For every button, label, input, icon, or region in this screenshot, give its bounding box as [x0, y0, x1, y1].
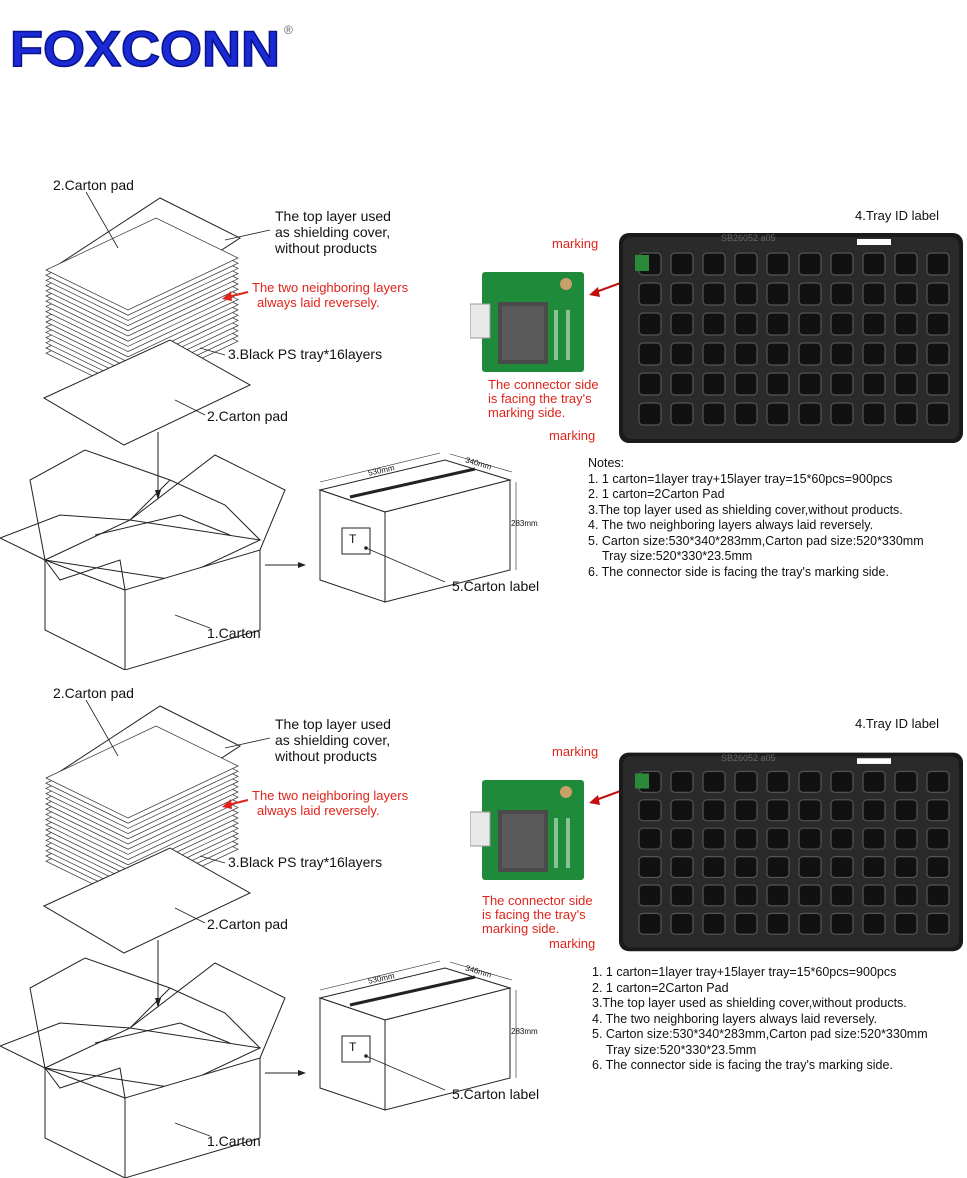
note-line: 1. 1 carton=1layer tray+15layer tray=15*… — [588, 471, 893, 486]
packing-diagram — [0, 191, 635, 670]
carton-pad-bottom-label: 2.Carton pad — [207, 916, 288, 932]
carton-label: 1.Carton — [207, 1133, 261, 1149]
note-line: 6. The connector side is facing the tray… — [592, 1058, 893, 1072]
tray-icon — [619, 233, 963, 443]
tray-layer — [45, 725, 239, 819]
foxconn-logo: FOXCONN ® — [8, 20, 293, 78]
notes-block: 1. 1 carton=1layer tray+15layer tray=15*… — [592, 965, 928, 1074]
black-tray-photo: SB26052 a05 — [617, 745, 965, 955]
note-line: 5. Carton size:530*340*283mm,Carton pad … — [592, 1027, 928, 1041]
marking-top-label: marking — [552, 744, 599, 759]
tray-code: SB26052 a05 — [721, 753, 776, 763]
dim-height: 283mm — [511, 519, 538, 528]
tray-code: SB26052 a05 — [721, 233, 776, 243]
marking-top-label: marking — [552, 236, 599, 251]
open-carton-shape — [0, 957, 286, 1178]
pcb-module-icon — [469, 780, 584, 880]
tray-layers-label: 3.Black PS tray*16layers — [228, 854, 383, 870]
neighbor-layers-note: The two neighboring layers always laid r… — [252, 280, 409, 310]
note-line: 3.The top layer used as shielding cover,… — [588, 502, 903, 517]
note-line: 6. The connector side is facing the tray… — [588, 564, 889, 579]
packing-section-2: SB26052 a05 2.Carton pad The top layer u… — [0, 678, 967, 1178]
carton-label: 1.Carton — [207, 625, 261, 641]
tray-icon — [619, 752, 963, 952]
tray-stack-shape — [45, 217, 239, 394]
open-carton-shape — [0, 449, 286, 670]
note-line: 2. 1 carton=2Carton Pad — [588, 487, 725, 501]
tray-layers-label: 3.Black PS tray*16layers — [228, 346, 383, 362]
carton-pad-top-label: 2.Carton pad — [53, 177, 134, 193]
tray-id-label: 4.Tray ID label — [855, 716, 940, 731]
svg-text:®: ® — [284, 23, 293, 37]
label-letter: T — [349, 532, 357, 546]
label-letter: T — [349, 1040, 357, 1054]
carton-label-callout: 5.Carton label — [452, 578, 540, 594]
svg-text:FOXCONN: FOXCONN — [10, 21, 280, 70]
marking-bottom-label: marking — [549, 428, 596, 443]
packing-diagram — [0, 699, 635, 1178]
note-line: 1. 1 carton=1layer tray+15layer tray=15*… — [592, 965, 897, 979]
pcb-module-photo — [469, 778, 586, 884]
closed-carton-shape — [318, 967, 512, 1111]
top-layer-note: The top layer used as shielding cover, w… — [275, 208, 391, 256]
carton-pad-top-label: 2.Carton pad — [53, 685, 134, 701]
carton-pad-bottom-shape — [42, 847, 252, 954]
carton-pad-bottom-label: 2.Carton pad — [207, 408, 288, 424]
packing-section-1: SB26052 a05 2.Carton pad The top layer u… — [0, 170, 967, 670]
notes-title: Notes: — [588, 456, 625, 470]
note-line: 3.The top layer used as shielding cover,… — [592, 996, 907, 1010]
note-line: 5. Carton size:530*340*283mm,Carton pad … — [588, 533, 924, 548]
notes-block: Notes: 1. 1 carton=1layer tray+15layer t… — [588, 456, 924, 580]
connector-side-note: The connector side is facing the tray's … — [482, 893, 593, 936]
top-layer-note: The top layer used as shielding cover, w… — [275, 716, 391, 764]
pcb-module-icon — [469, 272, 584, 372]
note-line: Tray size:520*330*23.5mm — [602, 549, 753, 563]
foxconn-logo-icon: FOXCONN ® — [9, 20, 293, 78]
neighbor-layers-note: The two neighboring layers always laid r… — [252, 788, 409, 818]
carton-label-callout: 5.Carton label — [452, 1086, 540, 1102]
black-tray-photo: SB26052 a05 — [617, 225, 965, 447]
marking-bottom-label: marking — [549, 936, 596, 951]
note-line: 2. 1 carton=2Carton Pad — [592, 980, 729, 995]
note-line: Tray size:520*330*23.5mm — [606, 1042, 757, 1057]
note-line: 4. The two neighboring layers always lai… — [588, 518, 874, 532]
connector-side-note: The connector side is facing the tray's … — [488, 377, 599, 420]
tray-layer — [45, 217, 239, 311]
dim-height: 283mm — [511, 1027, 538, 1036]
carton-pad-bottom-shape — [42, 339, 252, 446]
closed-carton-shape — [318, 459, 512, 603]
tray-id-label: 4.Tray ID label — [855, 208, 940, 223]
note-line: 4. The two neighboring layers always lai… — [592, 1011, 878, 1026]
tray-stack-shape — [45, 725, 239, 902]
pcb-module-photo — [469, 270, 586, 376]
